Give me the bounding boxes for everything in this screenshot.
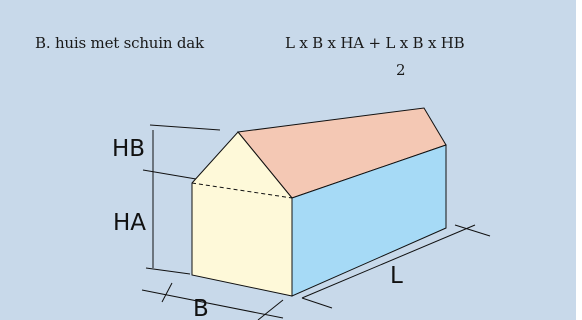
b-right-tick [257,299,284,320]
l-right-tick [454,224,491,237]
hb-label: HB [112,136,145,162]
ha-top-tick [142,169,197,180]
b-label: B [193,296,209,320]
b-dimension-line [141,289,284,319]
side-wall [291,144,447,297]
formula-numerator: L x B x HA + L x B x HB [285,34,465,52]
formula-denominator: 2 [396,61,406,79]
l-left-tick [301,297,333,309]
l-dimension-line [301,224,476,299]
b-left-tick [161,282,173,303]
ha-label: HA [113,210,146,236]
diagram-caption: B. huis met schuin dak [35,34,204,52]
hb-reference-line [149,124,221,131]
l-label: L [390,263,403,289]
ha-bottom-tick [145,267,191,275]
eave-dashed-line [191,182,293,199]
